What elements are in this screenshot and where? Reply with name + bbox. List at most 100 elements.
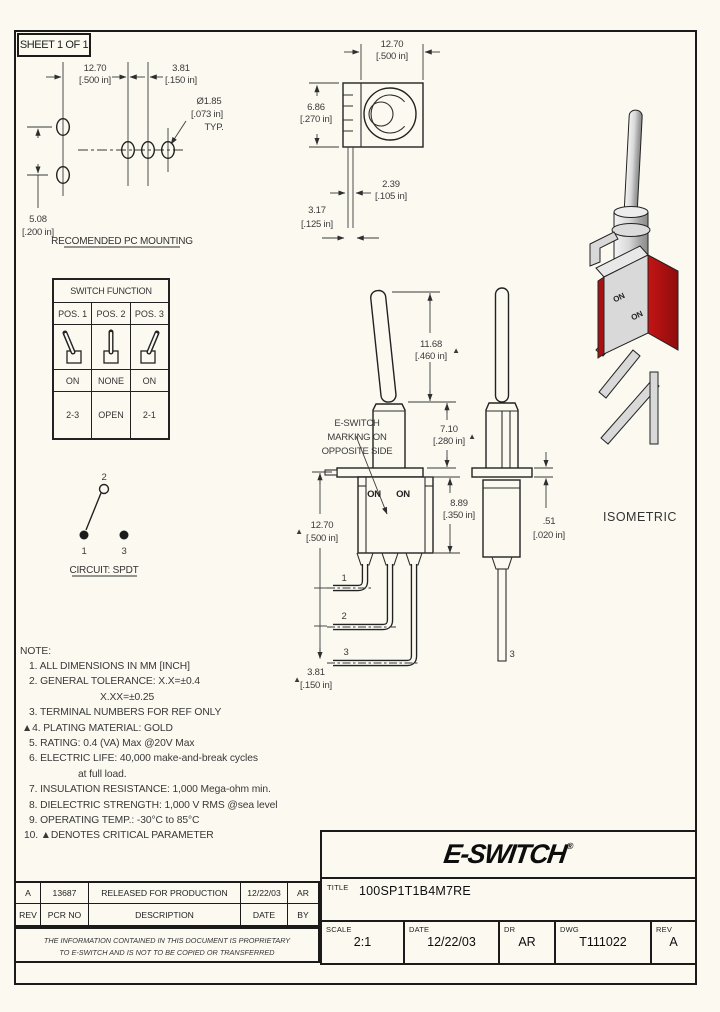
marking-note-line3: OPPOSITE SIDE [322, 446, 393, 457]
toggle-pos2-icon [92, 325, 131, 369]
date-cell: DATE 12/22/03 [405, 922, 500, 963]
revision-date-value: 12/22/03 [241, 883, 288, 904]
drawing-number-cell: DWG T111022 [556, 922, 652, 963]
drawn-by-value: AR [518, 935, 536, 949]
critical-triangle: ▲ [295, 527, 303, 536]
circuit-caption: CIRCUIT: SPDT [69, 565, 138, 576]
pc-hole-dia: Ø1.85 [197, 96, 222, 107]
part-number: 100SP1T1B4M7RE [359, 884, 471, 898]
front-on-right: ON [396, 489, 410, 500]
pc-pitch-mm: 3.81 [172, 63, 190, 74]
sheet-number-label: SHEET 1 OF 1 [19, 39, 89, 51]
revision-pcr-header: PCR NO [41, 904, 89, 925]
top-slot-mm: 2.39 [382, 179, 400, 190]
marking-note-line1: E-SWITCH [334, 418, 380, 429]
front-view: 11.68 [.460 in] ▲ E-SWITCH MARKING ON OP… [293, 289, 476, 691]
registered-mark: ® [566, 841, 575, 851]
note-line: ▲4. PLATING MATERIAL: GOLD [22, 722, 173, 734]
company-logo-row: E-SWITCH® [322, 832, 695, 879]
function-circuit-pos2: OPEN [92, 392, 131, 438]
function-table-title: SWITCH FUNCTION [54, 280, 168, 303]
revision-rev-value: A [16, 883, 41, 904]
pc-mounting-caption: RECOMENDED PC MOUNTING [51, 236, 193, 247]
marking-note-line2: MARKING ON [327, 432, 387, 443]
revision-cell: REV A [652, 922, 695, 963]
critical-triangle: ▲ [468, 432, 476, 441]
pc-vert-mm: 5.08 [29, 214, 47, 225]
side-flange-mm: .51 [543, 516, 556, 527]
top-view: 12.70 [.500 in] 6.86 [.270 in] 2.39 [.10… [300, 39, 440, 241]
pc-vert-in: [.200 in] [22, 227, 54, 238]
note-line: 2. GENERAL TOLERANCE: X.X=±0.4 [29, 676, 201, 688]
front-bushing-in: [.280 in] [433, 436, 465, 447]
front-pin2-label: 2 [341, 611, 346, 622]
revision-pcr-value: 13687 [41, 883, 89, 904]
sheet-number-box: SHEET 1 OF 1 [17, 33, 91, 57]
drawn-by-cell: DR AR [500, 922, 556, 963]
front-body-mm: 8.89 [450, 498, 468, 509]
toggle-pos3-icon [131, 325, 168, 369]
function-circuit-pos1: 2-3 [54, 392, 93, 438]
revision-value: A [669, 935, 678, 949]
note-line: at full load. [78, 768, 127, 780]
front-pin1-label: 1 [341, 573, 346, 584]
circuit-terminal-3: 3 [121, 546, 126, 557]
note-line: 10. ▲DENOTES CRITICAL PARAMETER [24, 830, 214, 842]
function-col-pos3: POS. 3 [134, 308, 164, 319]
critical-triangle: ▲ [293, 675, 301, 684]
function-col-pos1: POS. 1 [54, 303, 93, 324]
revision-label: REV [656, 925, 673, 934]
note-line: 6. ELECTRIC LIFE: 40,000 make-and-break … [29, 753, 258, 765]
notes-section: NOTE: 1. ALL DIMENSIONS IN MM [INCH] 2. … [20, 644, 322, 844]
circuit-terminal-2: 2 [101, 472, 106, 483]
pc-mounting-view: 12.70 [.500 in] 3.81 [.150 in] Ø1.85 [.0… [22, 62, 224, 248]
side-view: .51 [.020 in] 3 [471, 287, 565, 662]
critical-triangle: ▲ [452, 346, 460, 355]
notes-heading: NOTE: [20, 646, 51, 657]
top-height-in: [.270 in] [300, 114, 332, 125]
front-pitch-mm: 3.81 [307, 667, 325, 678]
top-width-in: [.500 in] [376, 51, 408, 62]
front-on-left: ON [367, 489, 381, 500]
note-line: 1. ALL DIMENSIONS IN MM [INCH] [29, 661, 190, 672]
function-on-pos3: ON [142, 375, 157, 386]
pc-width-in: [.500 in] [79, 75, 111, 86]
function-col-pos2: POS. 2 [92, 303, 131, 324]
note-line: 7. INSULATION RESISTANCE: 1,000 Mega-ohm… [29, 784, 271, 796]
front-height-mm: 12.70 [311, 520, 334, 531]
pc-hole-in: [.073 in] [191, 109, 223, 120]
proprietary-note: THE INFORMATION CONTAINED IN THIS DOCUME… [14, 927, 320, 963]
front-lever-mm: 11.68 [420, 339, 442, 350]
front-pitch-in: [.150 in] [300, 680, 332, 691]
revision-description-value: RELEASED FOR PRODUCTION [89, 883, 241, 904]
front-bushing-mm: 7.10 [440, 424, 458, 435]
sheet-border [14, 30, 697, 985]
front-height-in: [.500 in] [306, 533, 338, 544]
circuit-terminal-1: 1 [81, 546, 86, 557]
front-body-in: [.350 in] [443, 510, 475, 521]
note-line: 8. DIELECTRIC STRENGTH: 1,000 V RMS @sea… [29, 799, 278, 811]
note-line: X.XX=±0.25 [100, 691, 155, 703]
function-on-pos2: NONE [92, 370, 131, 391]
side-pin3-label: 3 [509, 649, 514, 660]
front-lever-in: [.460 in] [415, 351, 447, 362]
top-width-mm: 12.70 [381, 39, 404, 50]
scale-label: SCALE [326, 925, 352, 934]
title-label: TITLE [327, 883, 349, 892]
pc-pitch-in: [.150 in] [165, 75, 197, 86]
function-circuit-pos3: 2-1 [142, 410, 156, 420]
revision-date-header: DATE [241, 904, 288, 925]
side-flange-in: [.020 in] [533, 530, 565, 541]
top-offset-mm: 3.17 [308, 205, 326, 216]
revision-by-header: BY [297, 909, 309, 920]
date-label: DATE [409, 925, 430, 934]
switch-function-table: SWITCH FUNCTION POS. 1 POS. 2 POS. 3 ON … [52, 278, 170, 440]
revision-rev-header: REV [16, 904, 41, 925]
scale-value: 2:1 [353, 935, 372, 949]
isometric-view: ON ON ISOMETRIC [589, 109, 679, 524]
drawing-number-value: T111022 [579, 935, 627, 949]
top-offset-in: [.125 in] [301, 219, 333, 230]
proprietary-line2: TO E-SWITCH AND IS NOT TO BE COPIED OR T… [59, 948, 275, 958]
revision-by-value: AR [288, 883, 318, 904]
